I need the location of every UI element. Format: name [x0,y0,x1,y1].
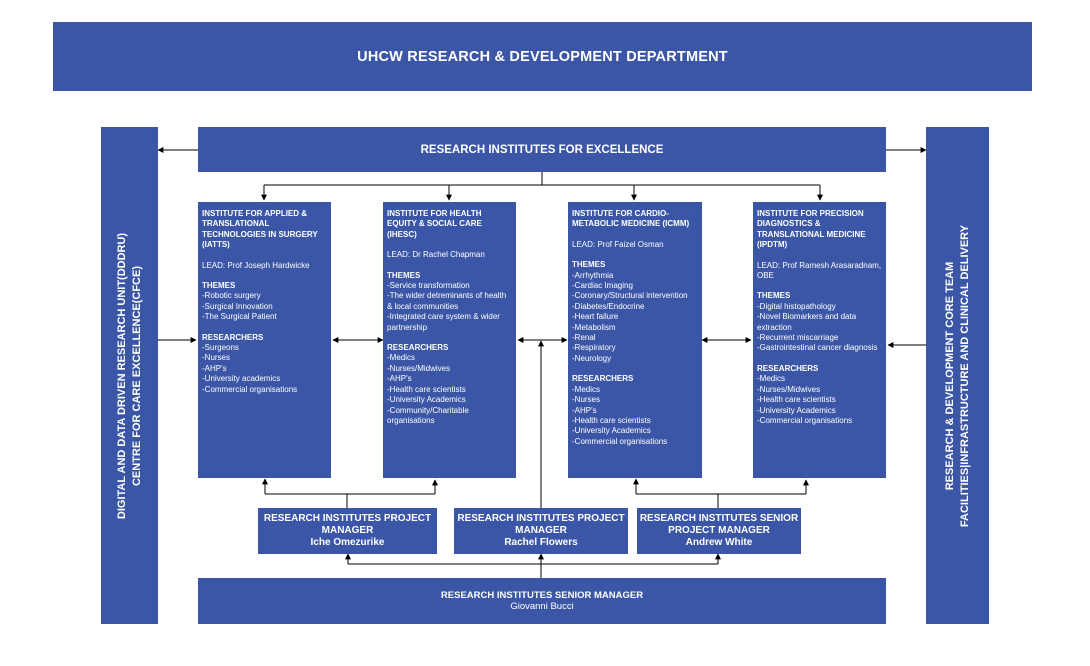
theme-item: -Novel Biomarkers and data extraction [757,312,857,332]
theme-item: -Neurology [572,353,612,363]
right-side-bar: RESEARCH & DEVELOPMENT CORE TEAM FACILIT… [926,127,989,624]
institute-ipdtm: INSTITUTE FOR PRECISION DIAGNOSTICS & TR… [753,202,886,478]
right-side-bar-line2: FACILITIES|INFRASTRUCTURE AND CLINICAL D… [958,224,971,527]
theme-item: -Robotic surgery [202,291,261,301]
left-side-bar: DIGITAL AND DATA DRIVEN RESEARCH UNIT(DD… [101,127,158,624]
researcher-item: -Commercial organisations [202,384,298,394]
researcher-item: -Surgeons [202,343,239,353]
theme-item: -Recurrent miscarriage [757,333,839,343]
institute-lead: LEAD: Prof Ramesh Arasaradnam, OBE [757,260,882,281]
researchers-list: -Surgeons -Nurses -AHP's -University aca… [202,343,327,395]
department-title: UHCW RESEARCH & DEVELOPMENT DEPARTMENT [357,48,728,65]
themes-list: -Digital histopathology -Novel Biomarker… [757,302,882,354]
theme-item: -The Surgical Patient [202,312,277,322]
theme-item: -Metabolism [572,322,616,332]
researcher-item: -Health care scientists [387,384,466,394]
theme-item: -Arrhythmia [572,270,614,280]
theme-item: -Gastrointestinal cancer diagnosis [757,343,878,353]
institute-lead: LEAD: Prof Joseph Hardwicke [202,260,310,270]
researcher-item: -Community/Charitable organisations [387,405,469,425]
project-manager-title: RESEARCH INSTITUTES SENIOR PROJECT MANAG… [639,513,799,536]
researcher-item: -University academics [202,374,281,384]
researcher-item: -Nurses [202,353,231,363]
research-institutes-bar: RESEARCH INSTITUTES FOR EXCELLENCE [198,127,886,172]
researchers-heading: RESEARCHERS [202,332,264,342]
project-manager-2: RESEARCH INSTITUTES PROJECT MANAGER Rach… [454,508,628,554]
senior-manager-title: RESEARCH INSTITUTES SENIOR MANAGER [440,590,644,601]
right-side-bar-text: RESEARCH & DEVELOPMENT CORE TEAM FACILIT… [943,224,973,526]
theme-item: -Diabetes/Endocrine [572,301,645,311]
researchers-heading: RESEARCHERS [387,343,449,353]
project-manager-name: Rachel Flowers [504,537,578,548]
researcher-item: -University Academics [572,426,651,436]
institute-icmm: INSTITUTE FOR CARDIO-METABOLIC MEDICINE … [568,202,702,478]
researcher-item: -Medics [572,384,601,394]
theme-item: -Surgical Innovation [202,301,273,311]
researchers-list: -Medics -Nurses -AHP's -Health care scie… [572,385,698,447]
theme-item: -Integrated care system & wider partners… [387,312,500,332]
institute-lead: LEAD: Prof Faizel Osman [572,239,664,249]
researcher-item: -AHP's [202,363,227,373]
researcher-item: -Nurses/Midwives [757,384,821,394]
researcher-item: -University Academics [757,405,836,415]
theme-item: -Renal [572,333,596,343]
researcher-item: -Nurses/Midwives [387,363,451,373]
theme-item: -Digital histopathology [757,301,836,311]
themes-list: -Arrhythmia -Cardiac Imaging -Coronary/S… [572,271,698,365]
researcher-item: -Health care scientists [572,415,651,425]
institute-title: INSTITUTE FOR HEALTH EQUITY & SOCIAL CAR… [387,209,482,239]
senior-manager: RESEARCH INSTITUTES SENIOR MANAGER Giova… [198,578,886,624]
themes-list: -Service transformation -The wider detre… [387,281,512,333]
research-institutes-title: RESEARCH INSTITUTES FOR EXCELLENCE [420,143,664,156]
theme-item: -The wider detreminants of health & loca… [387,291,507,311]
institute-ihesc: INSTITUTE FOR HEALTH EQUITY & SOCIAL CAR… [383,202,516,478]
institute-iatts: INSTITUTE FOR APPLIED & TRANSLATIONAL TE… [198,202,331,478]
project-manager-name: Andrew White [685,537,753,548]
researcher-item: -University Academics [387,395,466,405]
senior-manager-name: Giovanni Bucci [510,601,574,612]
theme-item: -Coronary/Structural intervention [572,291,688,301]
project-manager-1: RESEARCH INSTITUTES PROJECT MANAGER Iche… [258,508,437,554]
left-side-bar-line1: DIGITAL AND DATA DRIVEN RESEARCH UNIT(DD… [115,232,128,519]
left-side-bar-text: DIGITAL AND DATA DRIVEN RESEARCH UNIT(DD… [115,232,145,518]
researcher-item: -AHP's [572,405,597,415]
right-side-bar-line1: RESEARCH & DEVELOPMENT CORE TEAM [943,261,956,490]
themes-list: -Robotic surgery -Surgical Innovation -T… [202,291,327,322]
institute-title: INSTITUTE FOR CARDIO-METABOLIC MEDICINE … [572,209,690,229]
theme-item: -Cardiac Imaging [572,281,633,291]
project-manager-title: RESEARCH INSTITUTES PROJECT MANAGER [263,513,432,536]
project-manager-title: RESEARCH INSTITUTES PROJECT MANAGER [457,513,625,536]
themes-heading: THEMES [572,260,606,270]
institute-title: INSTITUTE FOR APPLIED & TRANSLATIONAL TE… [202,209,318,250]
researcher-item: -Commercial organisations [572,436,668,446]
themes-heading: THEMES [202,281,236,291]
researchers-heading: RESEARCHERS [757,363,819,373]
researcher-item: -Commercial organisations [757,415,853,425]
researcher-item: -Medics [387,353,416,363]
project-manager-name: Iche Omezurike [310,537,385,548]
themes-heading: THEMES [757,291,791,301]
researcher-item: -Health care scientists [757,395,836,405]
institute-lead: LEAD: Dr Rachel Chapman [387,250,485,260]
left-side-bar-line2: CENTRE FOR CARE EXCELLENCE(CFCE) [130,265,143,486]
themes-heading: THEMES [387,270,421,280]
department-header: UHCW RESEARCH & DEVELOPMENT DEPARTMENT [53,22,1032,91]
researcher-item: -Medics [757,374,786,384]
researchers-list: -Medics -Nurses/Midwives -Health care sc… [757,374,882,426]
theme-item: -Heart failure [572,312,619,322]
theme-item: -Service transformation [387,281,470,291]
institute-title: INSTITUTE FOR PRECISION DIAGNOSTICS & TR… [757,209,866,250]
project-manager-3: RESEARCH INSTITUTES SENIOR PROJECT MANAG… [637,508,801,554]
researchers-list: -Medics -Nurses/Midwives -AHP's -Health … [387,353,512,426]
theme-item: -Respiratory [572,343,616,353]
researcher-item: -Nurses [572,395,601,405]
researchers-heading: RESEARCHERS [572,374,634,384]
researcher-item: -AHP's [387,374,412,384]
